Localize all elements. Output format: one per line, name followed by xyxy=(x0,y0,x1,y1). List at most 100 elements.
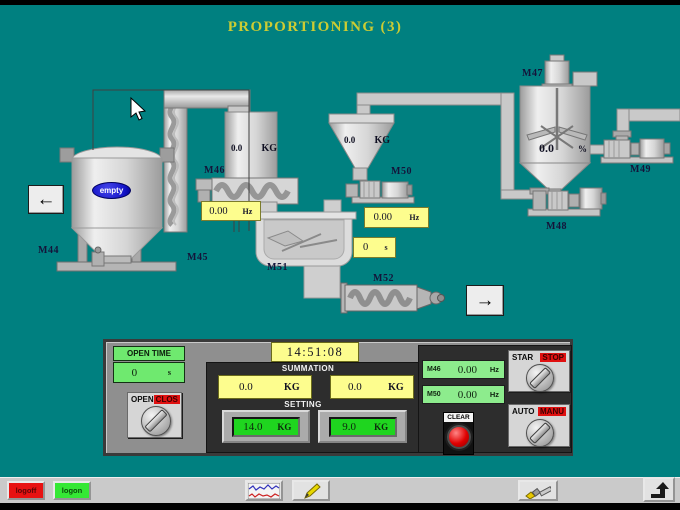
m46-weight-unit: KG xyxy=(261,143,277,154)
open-close-switch[interactable]: OPEN CLOS xyxy=(127,392,182,438)
start-stop-knob[interactable] xyxy=(526,364,554,392)
m45-elevator xyxy=(163,89,251,233)
panel-m46-frequency: M46 0.00 Hz xyxy=(422,360,505,379)
clear-button[interactable] xyxy=(446,425,471,449)
m47-level-display: 0.0 % xyxy=(539,141,587,156)
setting-2-unit: KG xyxy=(374,421,389,432)
panel-m50-tag: M50 xyxy=(427,391,441,398)
page-title: PROPORTIONING (3) xyxy=(227,19,403,35)
setting-1-field[interactable]: 14.0 KG xyxy=(232,416,300,437)
auto-manual-switch[interactable]: AUTO MANU xyxy=(508,404,570,447)
transfer-pipe xyxy=(356,92,536,200)
clear-label: CLEAR xyxy=(444,413,473,422)
trend-button[interactable] xyxy=(245,480,283,501)
trend-chart-icon xyxy=(248,482,280,499)
nav-prev-button[interactable]: ← xyxy=(28,185,64,214)
m46-weight-value: 0.0 xyxy=(231,143,243,153)
setting-2-value: 9.0 xyxy=(342,420,357,433)
mix-timer-value: 0 xyxy=(362,242,369,253)
m47-tank xyxy=(518,54,616,197)
m50-freq-unit: Hz xyxy=(409,213,420,222)
m50-weight-display: 0.0 KG xyxy=(344,135,390,146)
m44-label: M44 xyxy=(38,245,59,256)
open-close-knob[interactable] xyxy=(141,406,171,436)
mix-timer-display: 0 s xyxy=(353,237,396,258)
summation-display-1: 0.0 KG xyxy=(218,375,312,399)
pen-icon xyxy=(304,482,321,499)
mix-timer-unit: s xyxy=(384,243,388,252)
m47-level-value: 0.0 xyxy=(539,141,554,155)
m46-freq-unit: Hz xyxy=(242,206,253,216)
summation-2-value: 0.0 xyxy=(348,381,362,393)
clock-display: 14:51:08 xyxy=(271,342,359,362)
open-time-value: 0 xyxy=(131,366,138,379)
panel-m50-value: 0.00 xyxy=(457,388,478,401)
logon-button[interactable]: logon xyxy=(53,481,91,500)
stop-label: STOP xyxy=(540,353,566,362)
open-time-label: OPEN TIME xyxy=(113,346,185,361)
m50-frequency-display: 0.00 Hz xyxy=(364,207,429,228)
open-label: OPEN xyxy=(131,395,154,404)
m44-status-text: empty xyxy=(99,186,124,195)
panel-m46-unit: Hz xyxy=(489,365,499,374)
m47-label: M47 xyxy=(522,68,543,79)
bottom-border xyxy=(0,503,680,510)
taskbar xyxy=(0,477,680,504)
m50-funnel-pump xyxy=(328,113,415,204)
panel-m46-value: 0.00 xyxy=(457,363,478,376)
clean-button[interactable] xyxy=(518,480,558,501)
arrow-right-icon: → xyxy=(475,289,495,311)
logoff-button[interactable]: logoff xyxy=(7,481,45,500)
setting-label: SETTING xyxy=(284,400,322,409)
m52-label: M52 xyxy=(373,273,394,284)
open-time-unit: s xyxy=(167,368,171,377)
annotate-button[interactable] xyxy=(292,480,330,501)
m49-label: M49 xyxy=(630,164,651,175)
start-label: STAR xyxy=(512,353,534,362)
exit-up-arrow-icon xyxy=(651,481,669,498)
auto-label: AUTO xyxy=(512,407,535,416)
m46-frequency-display: 0.00 Hz xyxy=(201,201,261,221)
summation-1-unit: KG xyxy=(284,381,300,393)
m44-status-badge: empty xyxy=(92,182,131,199)
auto-manual-knob[interactable] xyxy=(526,419,554,447)
panel-m46-tag: M46 xyxy=(427,366,441,373)
summation-2-unit: KG xyxy=(388,381,404,393)
m51-label: M51 xyxy=(267,262,288,273)
m51-mixer xyxy=(251,199,357,299)
m48-label: M48 xyxy=(546,221,567,232)
m50-freq-value: 0.00 xyxy=(373,212,392,223)
m49-pump xyxy=(600,108,680,164)
summation-display-2: 0.0 KG xyxy=(330,375,414,399)
m52-extruder xyxy=(340,282,445,314)
m48-pump xyxy=(527,187,607,217)
m46-hopper-feeder xyxy=(195,111,299,219)
setting-display-1[interactable]: 14.0 KG xyxy=(222,410,310,443)
m46-label: M46 xyxy=(204,165,225,176)
setting-1-value: 14.0 xyxy=(243,420,263,433)
m44-silo xyxy=(56,146,177,272)
clear-button-group: CLEAR xyxy=(443,412,474,455)
m45-label: M45 xyxy=(187,252,208,263)
nav-next-button[interactable]: → xyxy=(466,285,504,316)
start-stop-switch[interactable]: STAR STOP xyxy=(508,350,570,392)
m50-weight-value: 0.0 xyxy=(344,135,356,145)
m50-weight-unit: KG xyxy=(374,135,390,146)
top-border xyxy=(0,0,680,5)
summation-1-value: 0.0 xyxy=(238,381,253,393)
mouse-cursor xyxy=(130,96,147,121)
setting-display-2[interactable]: 9.0 KG xyxy=(318,410,407,443)
m46-freq-value: 0.00 xyxy=(209,205,228,217)
open-time-display: 0 s xyxy=(113,362,185,383)
exit-button[interactable] xyxy=(643,477,675,502)
m46-weight-display: 0.0 KG xyxy=(231,143,277,154)
m47-level-unit: % xyxy=(578,144,587,154)
panel-m50-unit: Hz xyxy=(489,390,499,399)
setting-1-unit: KG xyxy=(277,421,292,432)
setting-2-field[interactable]: 9.0 KG xyxy=(328,416,397,437)
panel-m50-frequency: M50 0.00 Hz xyxy=(422,385,505,404)
close-label: CLOS xyxy=(153,395,180,404)
manual-label: MANU xyxy=(538,407,566,416)
